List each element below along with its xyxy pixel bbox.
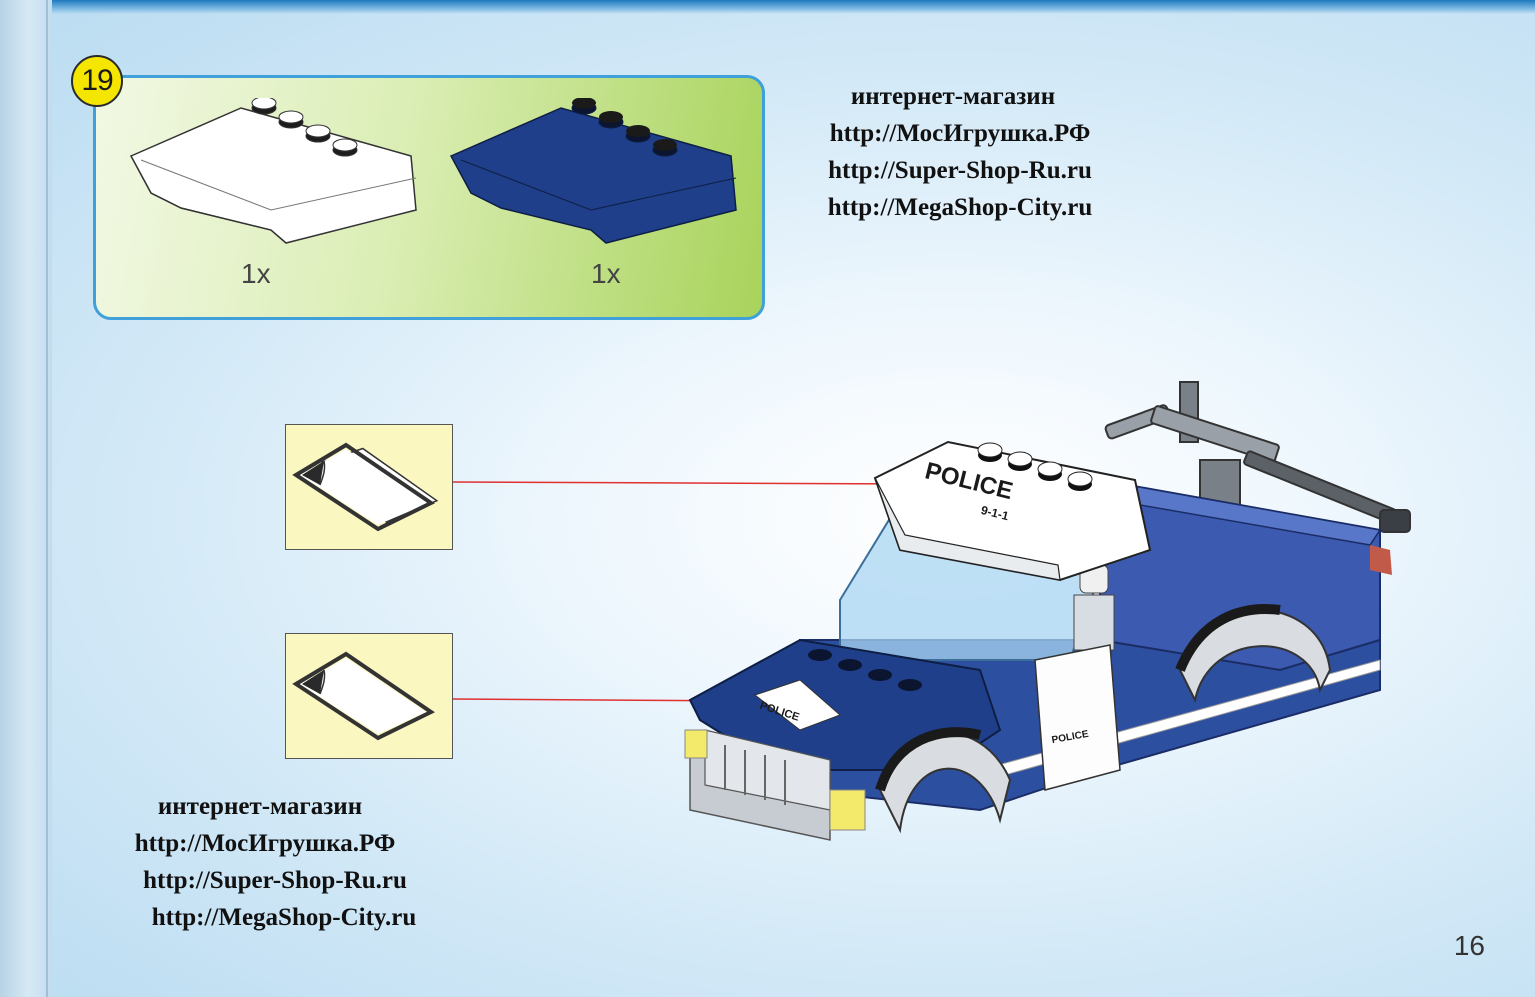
police-car-model: POLICE 9-1-1 POLICE POLICE [684,381,1411,841]
part-white-quantity: 1x [241,258,271,289]
sticker-box-hood [285,633,453,759]
shop-heading: интернет-магазин [850,83,1056,110]
book-spine [0,0,52,997]
shop-link[interactable]: http://MegaShop-City.ru [827,194,1093,221]
part-blue-quantity: 1x [591,258,621,289]
shop-link[interactable]: http://МосИгрушка.РФ [134,830,396,857]
part-white-curved-slope [129,98,417,244]
shop-info-top: интернет-магазин http://МосИгрушка.РФ ht… [780,78,1140,226]
step-number-badge: 19 [71,55,123,107]
shop-heading: интернет-магазин [157,793,363,820]
top-edge-bar [0,0,1535,14]
page-number: 16 [1453,930,1485,961]
shop-link[interactable]: http://Super-Shop-Ru.ru [143,867,407,894]
sticker-icon [292,651,435,741]
step-parts-panel: 1x 1x [93,75,765,320]
sticker-box-roof [285,424,453,550]
shop-info-bottom: интернет-магазин http://МосИгрушка.РФ ht… [105,788,465,936]
shop-link[interactable]: http://MegaShop-City.ru [151,904,417,931]
shop-link[interactable]: http://МосИгрушка.РФ [829,120,1091,147]
sticker-icon [292,442,439,532]
spine-fold-line [46,0,48,997]
shop-link[interactable]: http://Super-Shop-Ru.ru [828,157,1092,184]
part-blue-curved-slope [449,98,737,244]
roof-911-label: 9-1-1 [980,503,1011,523]
